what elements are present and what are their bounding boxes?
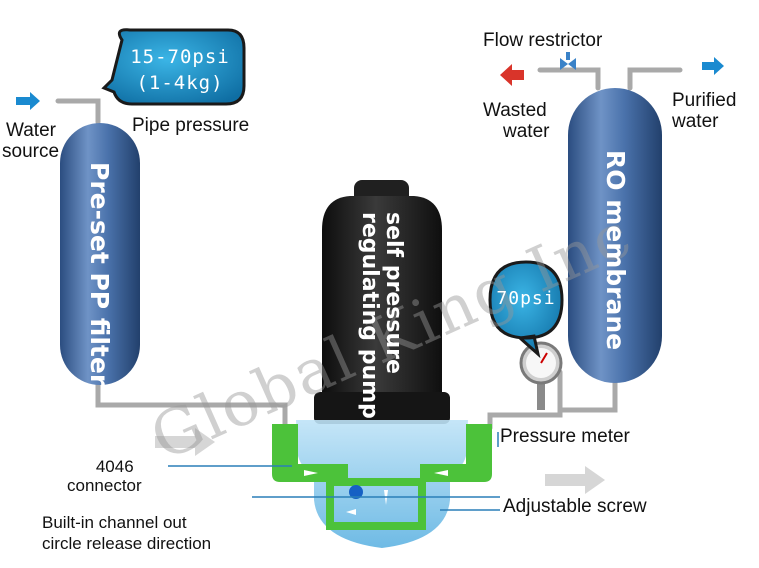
pp-filter-label: Pre-set PP filter [85,162,114,387]
water-source-label: Water source [2,120,59,162]
pump-pressure-value: 70psi [496,288,556,309]
adjustable-screw-knob [349,485,363,499]
pipe-pressure-psi: 15-70psi [130,46,230,68]
outflow-grey-arrow [545,466,605,494]
channel-line2: circle release direction [42,534,212,553]
water-source-line1: Water [6,120,56,141]
connector-arrows [304,470,448,515]
wasted-water-line2: water [503,121,550,142]
purified-water-line1: Purified [672,90,737,111]
channel-line1: Built-in channel out [42,513,187,532]
channel-label: Built-in channel out circle release dire… [42,512,211,554]
pipe-pressure-label: Pipe pressure [132,115,250,136]
pp-filter-vessel [60,123,140,385]
water-source-line2: source [2,141,60,162]
pipe-pressure-bubble-shape [101,28,246,106]
adjustable-screw-label: Adjustable screw [503,496,647,517]
connector-label: 4046 connector [67,457,142,495]
wasted-water-line1: Wasted [483,100,547,121]
pressure-gauge [519,341,563,410]
purified-water-line2: water [672,111,719,132]
purified-water-arrow [702,57,724,75]
wasted-water-label: Wasted water [483,100,549,142]
connector-line1: 4046 [95,457,134,476]
pump-label: self pressure regulating pump [357,212,406,419]
pump-label-line2: regulating pump [357,212,382,419]
ro-membrane-vessel [568,88,662,383]
connector-line2: connector [67,476,142,495]
leader-lines [168,432,500,511]
ro-membrane-label: RO membrane [601,150,630,351]
pipe-pressure-value: 15-70psi (1-4kg) [118,44,242,96]
pressure-meter-label: Pressure meter [500,426,630,447]
pipes [55,67,683,431]
flow-restrictor-valve [560,52,576,70]
flow-restrictor-label: Flow restrictor [483,30,603,51]
connector-4046 [272,424,492,530]
pump-label-line1: self pressure [381,212,406,374]
pipe-pressure-kg: (1-4kg) [136,72,224,94]
water-source-arrow [16,92,40,110]
pump-body [322,196,442,398]
wasted-water-arrow [500,64,524,86]
inflow-grey-arrow [155,428,215,456]
pump-pressure-bubble-shape [488,260,564,359]
pump-collar [314,392,450,424]
purified-water-label: Purified water [672,90,736,132]
